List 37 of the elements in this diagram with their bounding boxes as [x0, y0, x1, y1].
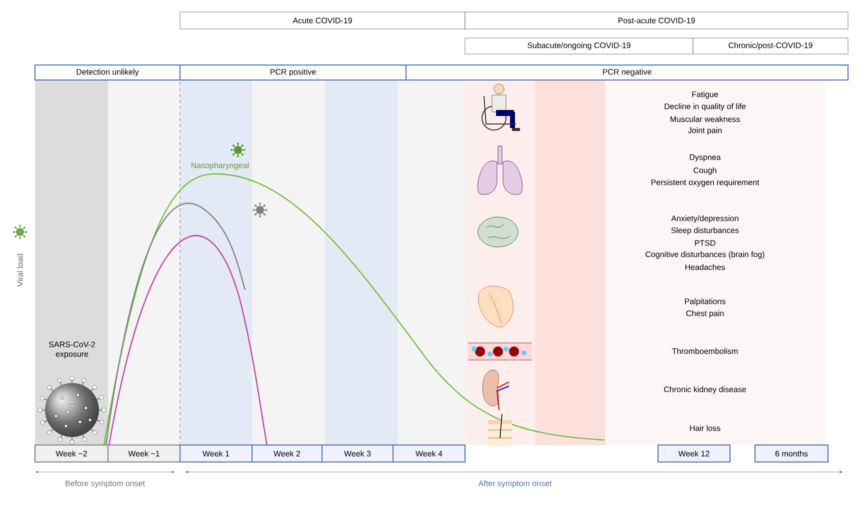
week-box: Week 4	[392, 444, 466, 462]
symptom-text: Thromboembolism	[672, 348, 738, 354]
timeline-label: After symptom onset	[478, 480, 552, 488]
axis-label: Viral load	[17, 254, 23, 287]
week-box: Week 3	[322, 444, 394, 462]
phase-box: Post-acute COVID-19	[464, 12, 848, 30]
exposure-label: SARS-CoV-2 exposure	[49, 342, 95, 358]
week-box: 6 months	[754, 444, 828, 462]
test-result-box: PCR positive	[180, 64, 406, 80]
symptom-text: Palpitations	[685, 298, 726, 306]
phase-box: Subacute/ongoing COVID-19	[464, 38, 694, 54]
week-box: Week 12	[658, 444, 730, 462]
week-box: Week 1	[180, 444, 252, 462]
test-result-box: PCR negative	[406, 64, 848, 80]
symptom-text: Headaches	[685, 264, 725, 270]
week-box: Week −2	[34, 444, 108, 462]
week-box: Week −1	[108, 444, 180, 462]
symptom-text: Muscular weakness	[670, 116, 740, 122]
test-result-box: Detection unlikely	[34, 64, 180, 80]
symptom-text: Cough	[694, 167, 716, 175]
symptom-text: PTSD	[695, 240, 716, 246]
symptom-text: Sleep disturbances	[671, 227, 739, 235]
symptom-text: Joint pain	[688, 127, 722, 135]
week-box: Week 2	[252, 444, 322, 462]
timeline-label: Before symptom onset	[66, 480, 145, 488]
symptom-text: Decline in quality of life	[664, 103, 746, 111]
symptom-text: Hair loss	[690, 425, 720, 431]
phase-box: Chronic/post-COVID-19	[692, 38, 848, 54]
symptom-text: Chronic kidney disease	[664, 386, 746, 394]
symptom-text: Cognitive disturbances (brain fog)	[646, 251, 764, 259]
curve-label: Nasopharyngeal	[192, 162, 249, 170]
phase-box: Acute COVID-19	[180, 12, 466, 30]
symptom-text: Dyspnea	[690, 154, 721, 162]
symptom-text: Persistent oxygen requirement	[651, 179, 760, 187]
symptom-text: Chest pain	[686, 310, 724, 318]
symptom-text: Fatigue	[692, 91, 718, 99]
symptom-text: Anxiety/depression	[671, 215, 738, 223]
